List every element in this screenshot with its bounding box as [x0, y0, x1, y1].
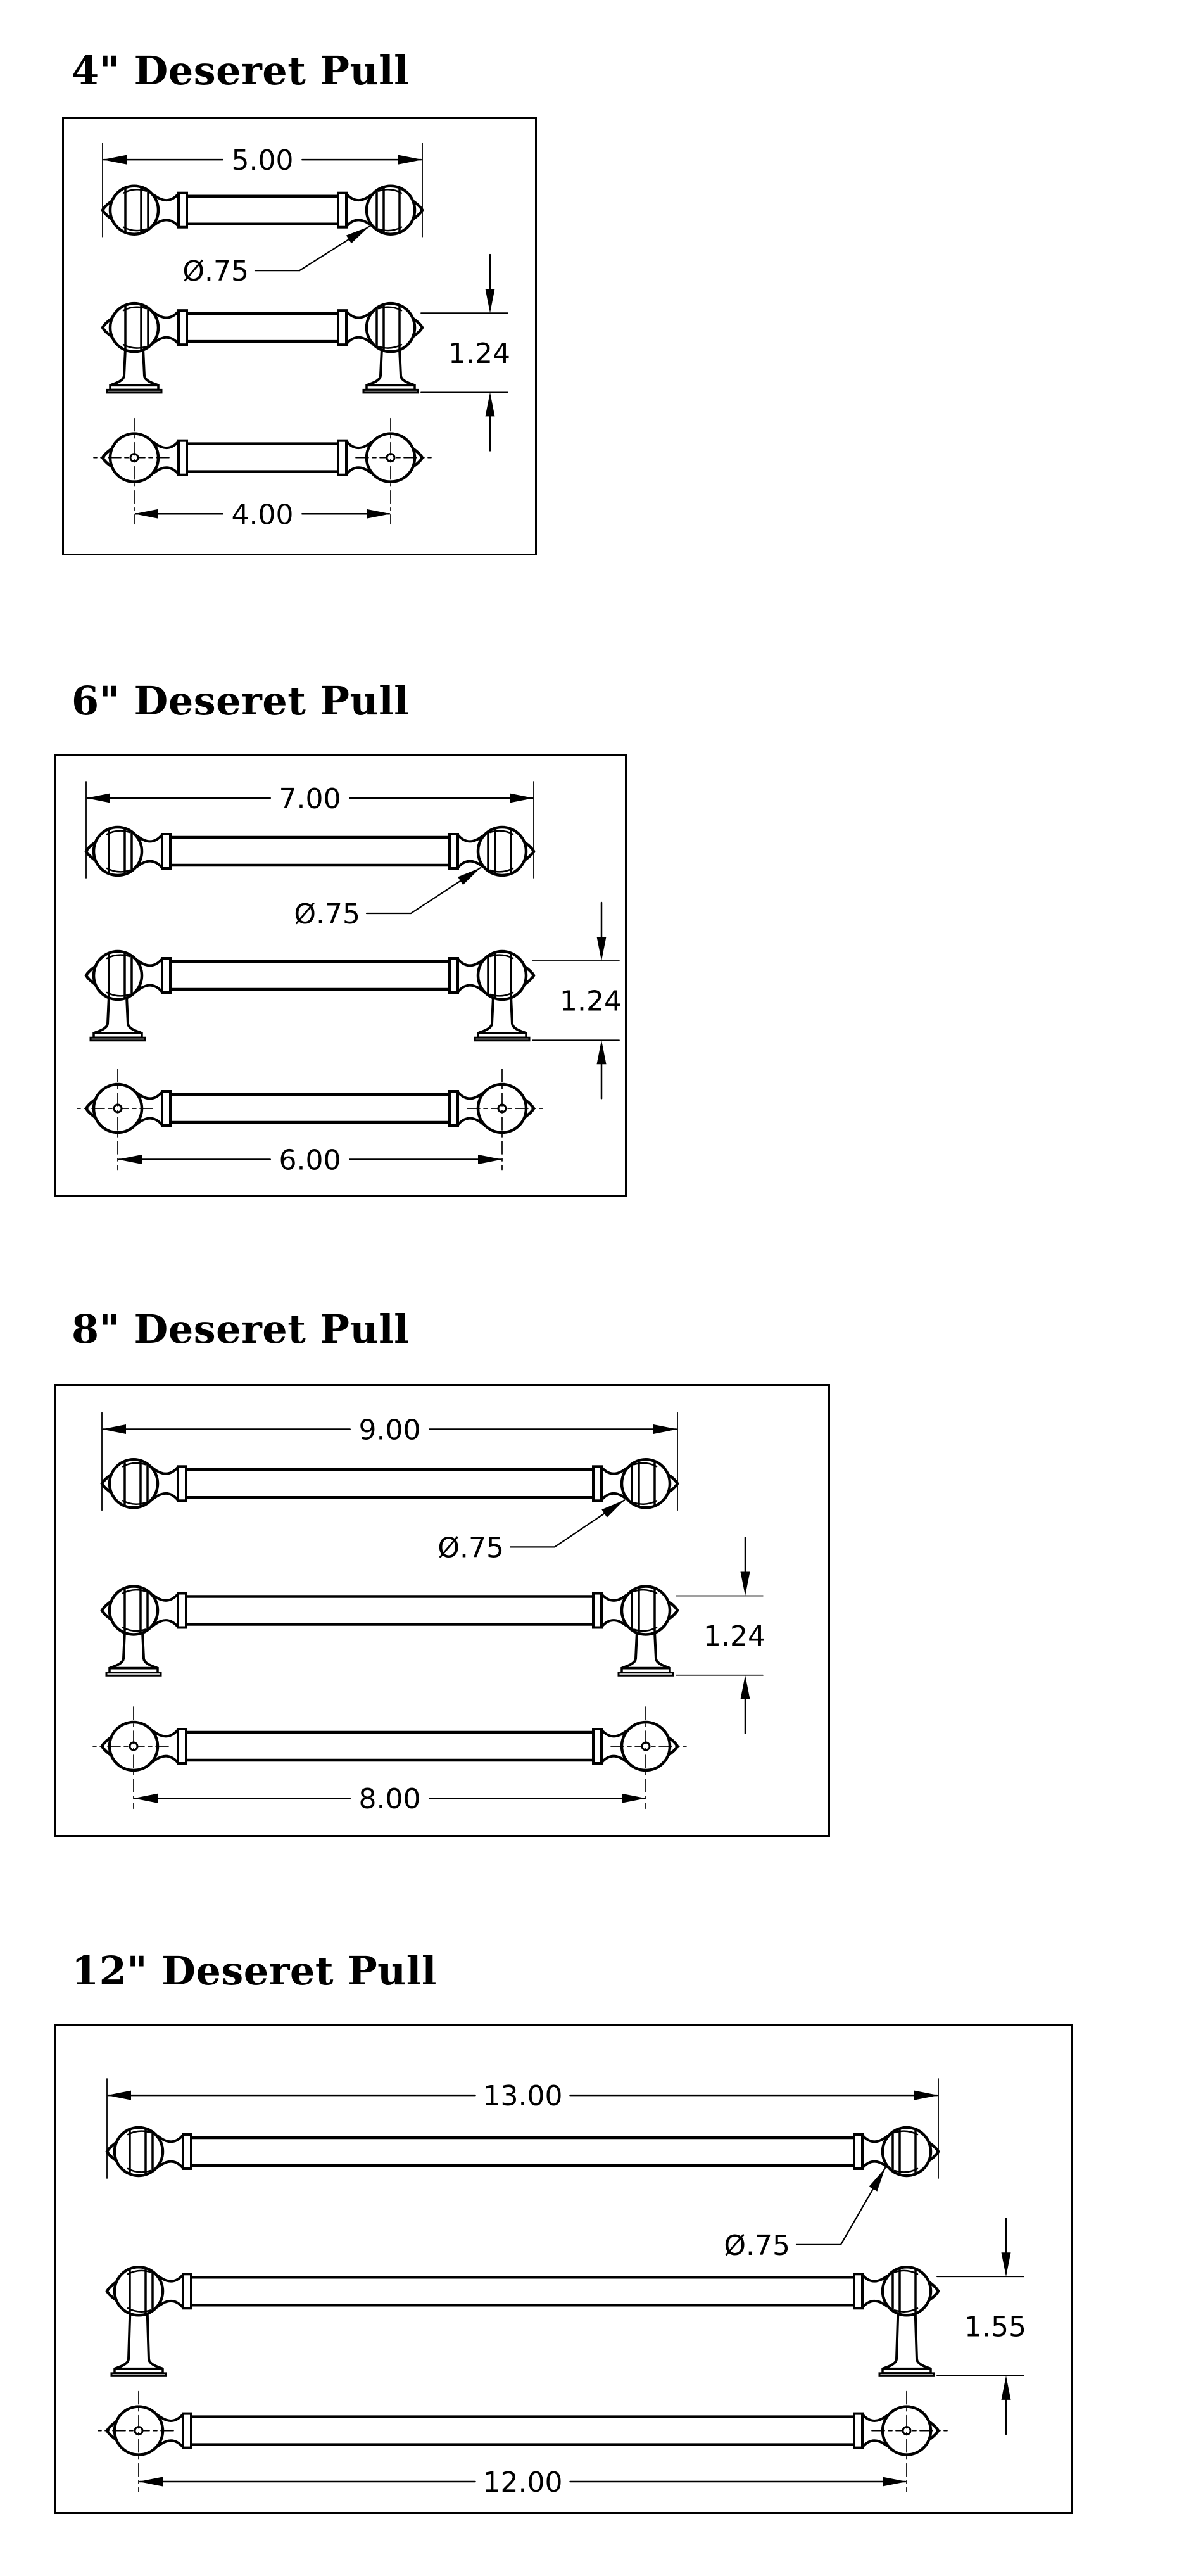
dimension-arrowhead: [601, 1500, 624, 1518]
dimension-arrowhead: [398, 155, 422, 165]
overall-length-label: 13.00: [483, 2080, 563, 2112]
dimension-arrowhead: [510, 793, 534, 803]
end-diameter-label: Ø.75: [437, 1532, 504, 1564]
mounting-post: [105, 1616, 162, 1677]
height-dimension: 1.24: [676, 1537, 765, 1734]
projection-height-label: 1.55: [964, 2311, 1026, 2344]
projection-height-label: 1.24: [703, 1620, 765, 1653]
center-to-center-label: 12.00: [483, 2466, 563, 2499]
plan-view: [98, 2405, 948, 2456]
dimension-arrowhead: [869, 2167, 885, 2192]
plan-view: [77, 1082, 543, 1134]
dimension-arrowhead: [107, 2090, 131, 2100]
dimension-arrowhead: [134, 509, 158, 519]
front-view: [101, 184, 424, 236]
projection-height-label: 1.24: [560, 986, 622, 1018]
dimension-arrowhead: [653, 1424, 677, 1434]
front-view: [84, 825, 536, 877]
drawing-border: [54, 1384, 830, 1837]
dimension-arrowhead: [346, 226, 369, 244]
center-to-center-dimension: 6.00: [117, 1069, 503, 1177]
center-to-center-dimension: 4.00: [134, 417, 391, 531]
section-title-4in: 4" Deseret Pull: [72, 48, 410, 94]
diameter-callout: Ø.75: [182, 225, 370, 288]
overall-dimension: 13.00: [106, 2078, 939, 2179]
dimension-arrowhead: [622, 1793, 646, 1803]
drawing-border: [62, 117, 537, 555]
section-title-6in: 6" Deseret Pull: [72, 678, 410, 724]
dimension-arrowhead: [883, 2477, 907, 2487]
plan-view: [92, 1720, 687, 1772]
center-to-center-label: 8.00: [359, 1783, 421, 1815]
dimension-arrowhead: [596, 937, 607, 961]
section-title-12in: 12" Deseret Pull: [72, 1948, 437, 1994]
dimension-arrowhead: [596, 1040, 607, 1065]
height-dimension: 1.24: [532, 901, 622, 1100]
pull-drawing-4in: 5.00Ø.75 1.24 4.00: [62, 117, 537, 555]
side-view: [105, 2266, 940, 2317]
dimension-arrowhead: [134, 1793, 158, 1803]
overall-dimension: 7.00: [85, 781, 534, 879]
mounting-post: [106, 334, 163, 394]
dimension-arrowhead: [740, 1571, 750, 1596]
end-diameter-label: Ø.75: [182, 255, 249, 288]
dimension-arrowhead: [1001, 2375, 1011, 2400]
mounting-post: [474, 982, 531, 1042]
plan-view: [93, 432, 432, 483]
center-to-center-dimension: 12.00: [138, 2390, 907, 2499]
dimension-arrowhead: [458, 868, 481, 885]
side-view: [101, 301, 424, 353]
dimension-arrowhead: [485, 289, 495, 314]
center-to-center-label: 6.00: [279, 1145, 341, 1177]
side-view: [84, 949, 536, 1001]
dimension-arrowhead: [478, 1155, 502, 1164]
pull-drawing-12in: 13.00Ø.75 1.55 12.00: [54, 2024, 1073, 2514]
dimension-arrowhead: [914, 2090, 938, 2100]
overall-length-label: 5.00: [232, 144, 294, 177]
front-view: [100, 1458, 679, 1509]
dimension-arrowhead: [740, 1675, 750, 1699]
height-dimension: 1.55: [936, 2218, 1026, 2435]
diameter-callout: Ø.75: [437, 1499, 626, 1564]
mounting-post: [362, 334, 419, 394]
side-view: [100, 1585, 679, 1636]
dimension-arrowhead: [485, 392, 495, 417]
overall-length-label: 7.00: [279, 783, 341, 815]
end-diameter-label: Ø.75: [724, 2230, 790, 2262]
drawing-border: [54, 2024, 1073, 2514]
projection-height-label: 1.24: [448, 338, 510, 370]
front-view: [105, 2126, 940, 2178]
height-dimension: 1.24: [420, 253, 510, 452]
end-diameter-label: Ø.75: [294, 898, 360, 930]
dimension-arrowhead: [118, 1155, 142, 1164]
section-title-8in: 8" Deseret Pull: [72, 1306, 410, 1352]
pull-drawing-8in: 9.00Ø.75 1.24 8.00: [54, 1384, 830, 1837]
pull-drawing-6in: 7.00Ø.75 1.24 6.00: [54, 754, 627, 1197]
diameter-callout: Ø.75: [294, 866, 482, 930]
mounting-post: [110, 2297, 167, 2377]
overall-dimension: 9.00: [101, 1412, 678, 1511]
drawing-border: [54, 754, 627, 1197]
overall-length-label: 9.00: [359, 1414, 421, 1447]
dimension-arrowhead: [1001, 2252, 1011, 2277]
dimension-arrowhead: [367, 509, 391, 519]
mounting-post: [617, 1616, 674, 1677]
overall-dimension: 5.00: [102, 143, 423, 238]
dimension-arrowhead: [102, 1424, 126, 1434]
center-to-center-dimension: 8.00: [133, 1706, 646, 1815]
center-to-center-label: 4.00: [232, 498, 294, 531]
dimension-arrowhead: [86, 793, 110, 803]
mounting-post: [878, 2297, 935, 2377]
diameter-callout: Ø.75: [724, 2167, 886, 2262]
mounting-post: [89, 982, 146, 1042]
dimension-arrowhead: [103, 155, 127, 165]
dimension-arrowhead: [139, 2477, 163, 2487]
